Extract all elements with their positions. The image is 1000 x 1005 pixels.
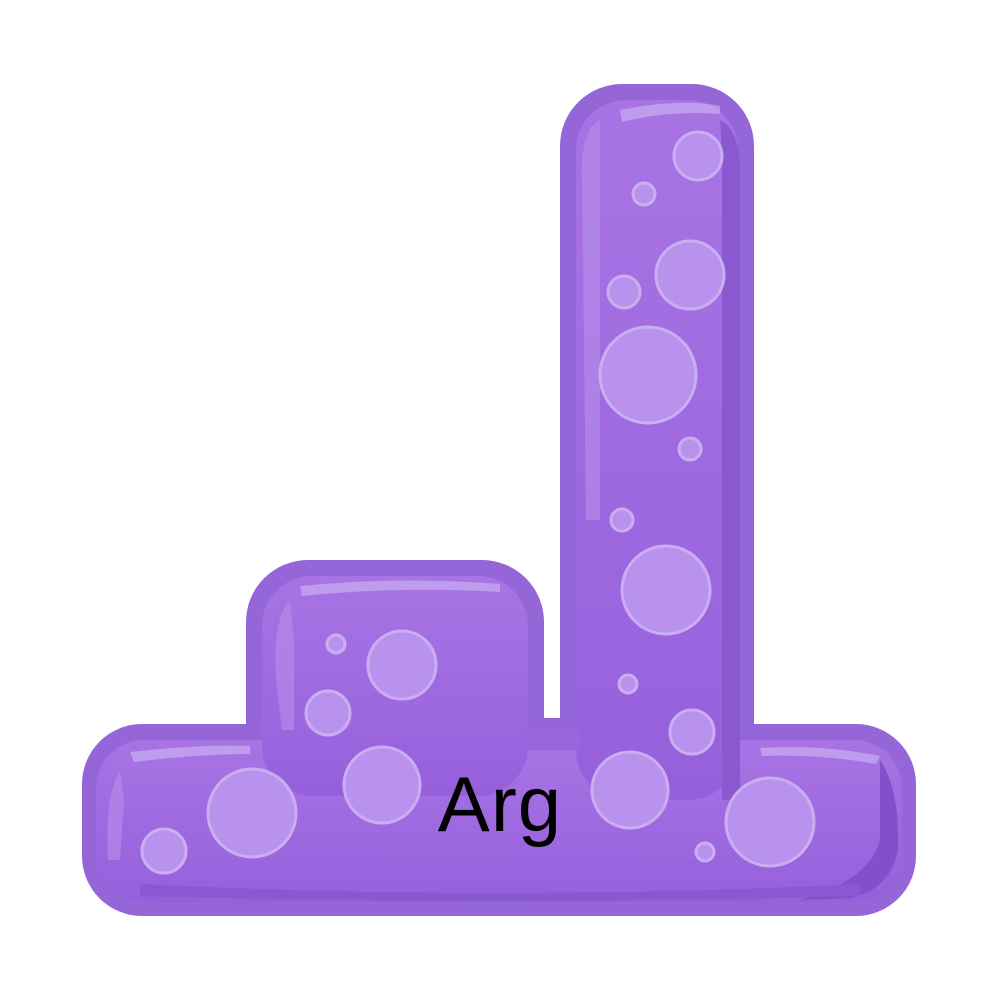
piece-shading [107, 102, 899, 901]
residue-label: Arg [437, 760, 563, 848]
bubbles [140, 130, 816, 875]
